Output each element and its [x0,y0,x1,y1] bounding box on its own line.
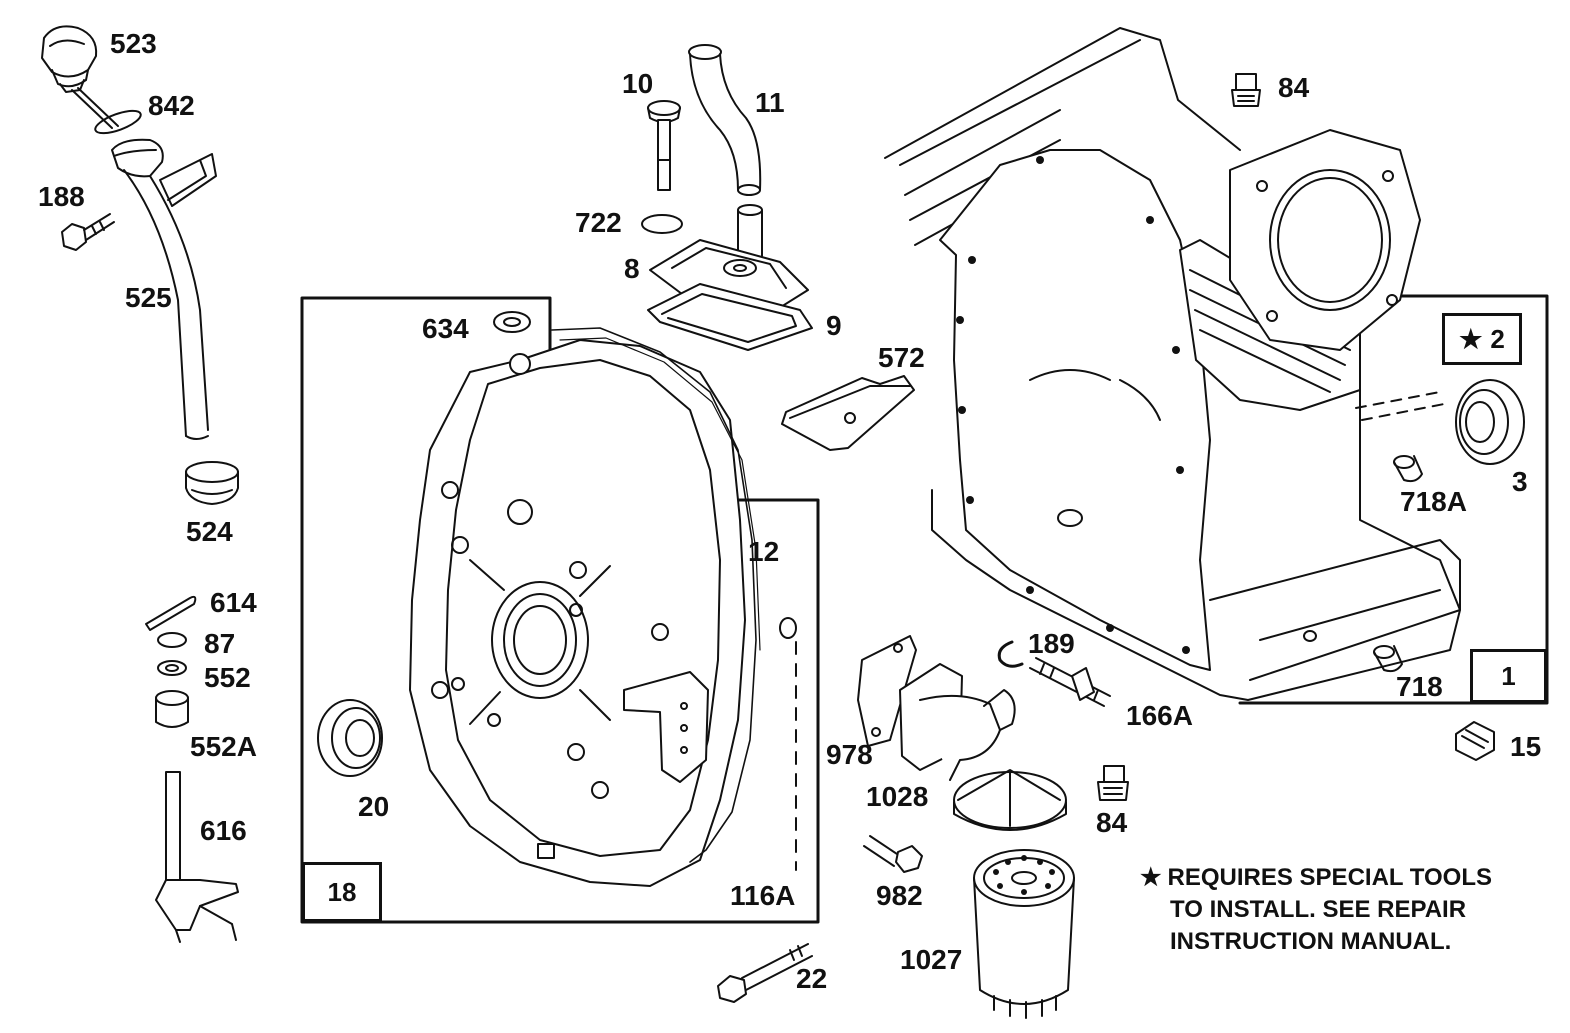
label-166a: 166A [1126,700,1193,731]
star-icon: ★ [1140,864,1162,891]
label-10: 10 [622,68,654,99]
crankcase-cover [410,328,760,886]
clip-189 [999,642,1022,666]
oil-seal-20 [318,700,382,776]
cylinder-block [885,28,1460,700]
label-116a: 116A [730,880,796,911]
special-tools-note: ★REQUIRES SPECIAL TOOLS TO INSTALL. SEE … [1140,862,1492,958]
label-1028: 1028 [866,781,929,812]
note-line-3: INSTRUCTION MANUAL. [1170,928,1452,955]
label-524: 524 [186,516,233,547]
bushing-552a [156,691,188,727]
dowel-pin-718 [1374,646,1402,671]
label-box-1: 1 [1470,649,1547,703]
label-978: 978 [826,739,873,770]
label-12: 12 [748,536,780,567]
label-842: 842 [148,90,195,121]
o-ring-116a [780,618,796,870]
governor-shaft-616 [156,772,238,942]
label-2: 2 [1490,323,1505,354]
stud-166a [1030,658,1110,706]
label-718a: 718A [1400,486,1467,517]
label-84-top: 84 [1278,72,1310,103]
label-614: 614 [210,587,257,618]
label-523: 523 [110,28,157,59]
screw-188 [62,214,114,250]
plug-84-bottom [1098,766,1128,800]
label-20: 20 [358,791,390,822]
label-552: 552 [204,662,251,693]
label-15: 15 [1510,731,1542,762]
breather-gasket-9 [648,284,812,350]
label-188: 188 [38,181,85,212]
label-11: 11 [755,87,785,118]
label-box-18: 18 [302,862,382,922]
label-572: 572 [878,342,925,373]
label-box-2: ★ 2 [1442,313,1522,365]
label-552a: 552A [190,731,257,762]
washer-552 [158,661,186,675]
label-8: 8 [624,253,640,284]
label-722: 722 [575,207,622,238]
label-982: 982 [876,880,923,911]
washer-87 [158,633,186,647]
label-9: 9 [826,310,842,341]
plug-15 [1456,722,1494,760]
label-616: 616 [200,815,247,846]
gasket-978 [858,636,916,746]
note-line-2: TO INSTALL. SEE REPAIR [1170,896,1467,923]
bolt-10 [648,101,680,190]
dipstick-tube-525 [112,140,216,439]
grommet-524 [186,462,238,504]
cotter-pin-614 [146,597,195,630]
label-634: 634 [422,313,469,344]
o-ring-722 [642,215,682,233]
screw-22 [718,944,812,1002]
screw-982 [864,836,922,872]
label-525: 525 [125,282,172,313]
oil-filter-adapter-1028 [900,664,1066,830]
label-1027: 1027 [900,944,963,975]
note-line-1: REQUIRES SPECIAL TOOLS [1167,864,1493,891]
oil-filter-1027 [974,850,1074,1018]
seal-634 [494,312,530,332]
breather-tube-11 [689,45,760,195]
label-22: 22 [796,963,828,994]
label-718: 718 [1396,671,1443,702]
oil-fill-cap-523 [42,26,118,128]
oil-seal-3 [1456,380,1524,464]
star-icon: ★ [1459,323,1483,354]
plate-572 [782,376,914,450]
label-87: 87 [204,628,236,659]
label-189: 189 [1028,628,1075,659]
label-84-bottom: 84 [1096,807,1128,838]
o-ring-842 [93,106,144,137]
dowel-pin-718a [1394,456,1422,481]
label-3: 3 [1512,466,1528,497]
plug-84-top [1232,74,1260,106]
group-box-1 [1240,296,1547,703]
group-box-18 [302,298,818,922]
